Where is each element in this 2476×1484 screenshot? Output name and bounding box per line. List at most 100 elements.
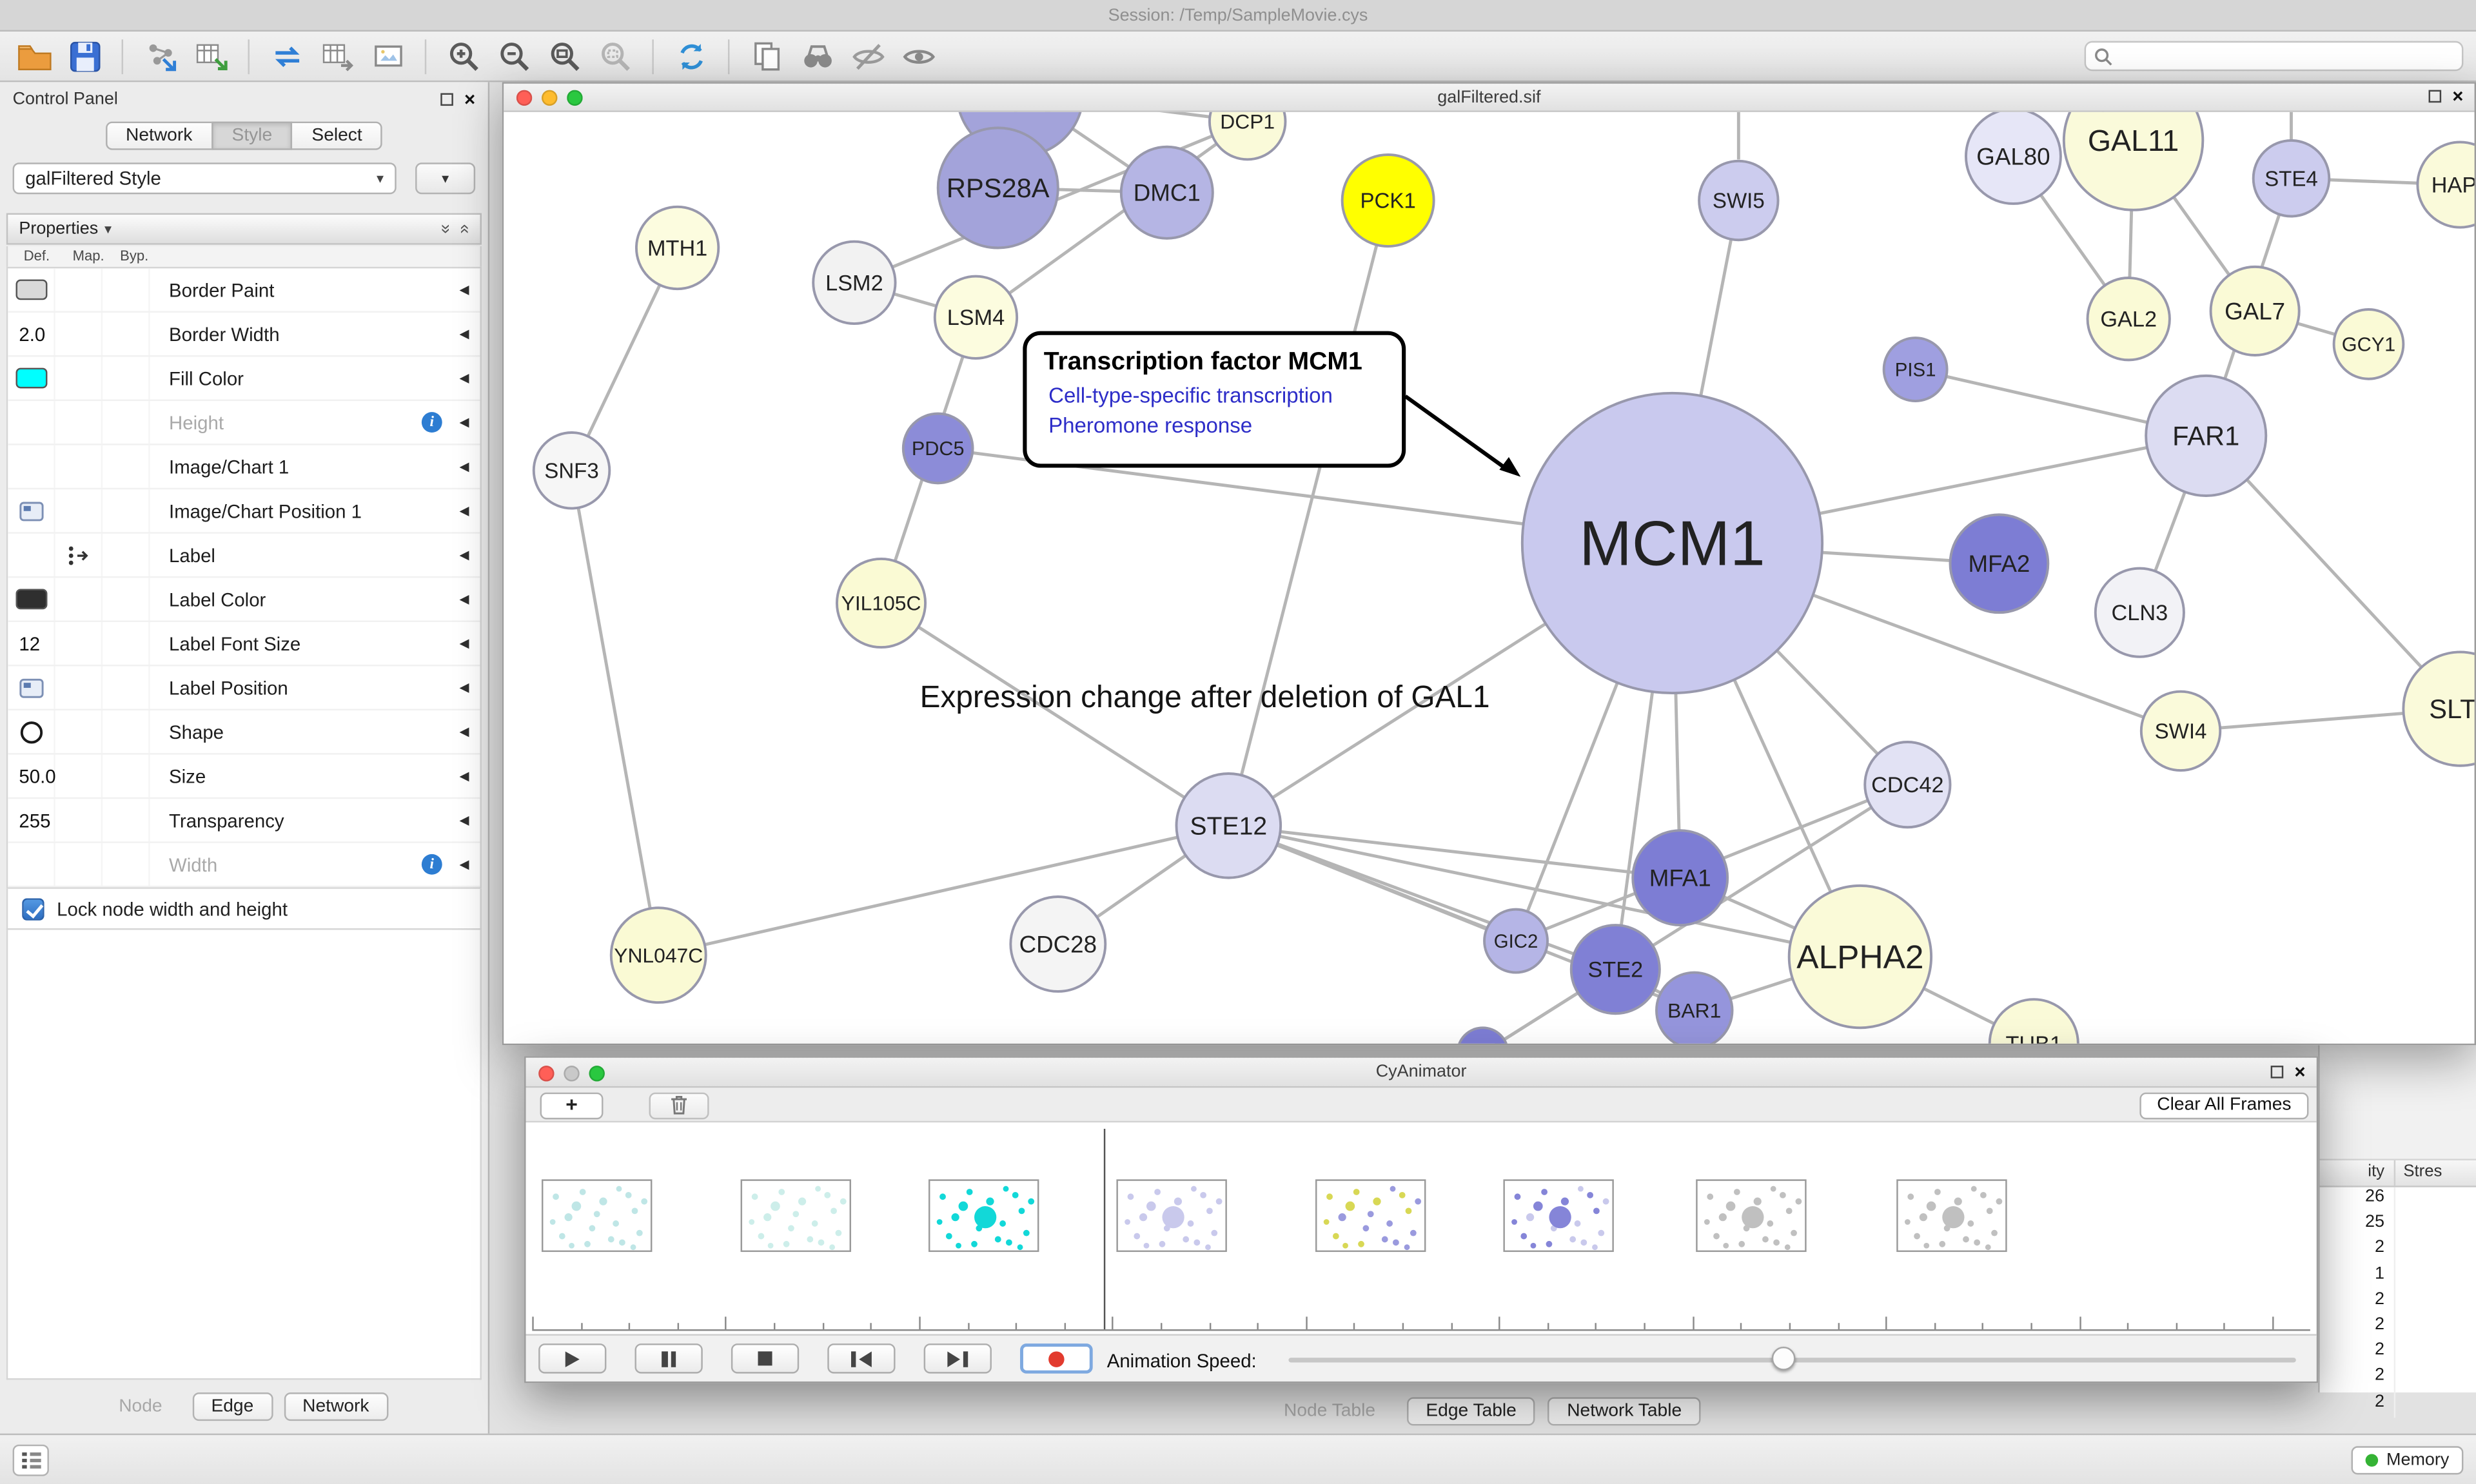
playhead[interactable] [1104,1129,1106,1330]
network-node-BAR1[interactable]: BAR1 [1655,971,1734,1046]
property-row[interactable]: Image/Chart Position 1◀ [8,489,480,534]
mapping-cell[interactable] [55,754,103,797]
timeline[interactable]: Seconds 0123456789 [526,1122,2317,1338]
style-options-button[interactable]: ▾ [415,162,476,195]
frame-thumbnail-2[interactable] [740,1179,852,1253]
refresh-view-button[interactable] [669,35,712,77]
expand-property-arrow[interactable]: ◀ [459,459,469,474]
import-network-button[interactable] [139,35,182,77]
search-box[interactable] [2084,41,2464,72]
expand-property-arrow[interactable]: ◀ [459,371,469,386]
network-node-GCY1[interactable]: GCY1 [2332,308,2405,380]
style-tab-node[interactable]: Node [119,1397,162,1416]
bypass-cell[interactable] [103,445,150,488]
table-row[interactable]: 2 [2320,1340,2476,1367]
network-node-ALPHA2[interactable]: ALPHA2 [1787,884,1933,1030]
bypass-cell[interactable] [103,533,150,576]
mapping-cell[interactable] [55,666,103,709]
network-node-YNL047C[interactable]: YNL047C [609,906,707,1004]
property-row[interactable]: Label Color◀ [8,578,480,622]
expand-property-arrow[interactable]: ◀ [459,680,469,695]
mapping-cell[interactable] [55,312,103,356]
tab-edge-table[interactable]: Edge Table [1407,1397,1536,1426]
network-node-GIC2[interactable]: GIC2 [1483,908,1549,974]
network-node-SLT2[interactable]: SLT2 [2402,650,2476,767]
property-row[interactable]: Image/Chart 1◀ [8,445,480,490]
network-edge[interactable] [1228,824,1680,880]
bypass-cell[interactable] [103,401,150,444]
default-value-cell[interactable] [8,710,55,754]
bypass-cell[interactable] [103,754,150,797]
expand-property-arrow[interactable]: ◀ [459,503,469,518]
cyanimator-titlebar[interactable]: CyAnimator × [526,1057,2317,1088]
default-value-cell[interactable]: 12 [8,621,55,665]
mapping-cell[interactable] [55,533,103,576]
column-header[interactable]: Stres [2403,1162,2442,1181]
network-node-DCP1[interactable]: DCP1 [1208,83,1287,161]
stop-button[interactable] [731,1343,800,1374]
hide-selected-button[interactable] [847,35,889,77]
table-row[interactable]: 1 [2320,1264,2476,1290]
mapping-cell[interactable] [55,489,103,532]
frame-thumbnail-7[interactable] [1696,1179,1807,1253]
bypass-cell[interactable] [103,621,150,665]
network-node-PIS1[interactable]: PIS1 [1882,337,1949,403]
collapse-all-icon[interactable]: « [455,224,474,234]
save-session-button[interactable] [63,35,106,77]
mapping-cell[interactable] [55,356,103,400]
network-node-GAL11[interactable]: GAL11 [2062,83,2205,211]
canvas-caption[interactable]: Expression change after deletion of GAL1 [920,680,1490,714]
bypass-cell[interactable] [103,710,150,754]
mapping-cell[interactable] [55,401,103,444]
network-node-MTH1[interactable]: MTH1 [634,205,720,291]
default-value-cell[interactable] [8,268,55,311]
annotation-link[interactable]: Pheromone response [1048,414,1252,438]
network-node-SNF3[interactable]: SNF3 [532,431,611,510]
import-table-button[interactable] [190,35,232,77]
panel-menu-button[interactable] [12,1444,49,1476]
delete-frame-button[interactable] [649,1091,709,1119]
network-node-FAR1[interactable]: FAR1 [2145,374,2268,497]
zoom-out-button[interactable] [493,35,535,77]
expand-property-arrow[interactable]: ◀ [459,326,469,341]
style-tab-edge[interactable]: Edge [192,1392,273,1421]
property-row[interactable]: Label Position◀ [8,666,480,711]
pause-button[interactable] [634,1343,703,1374]
zoom-selected-button[interactable] [594,35,636,77]
color-swatch[interactable] [15,589,47,610]
frame-thumbnail-6[interactable] [1503,1179,1614,1253]
network-node-TUB1[interactable]: TUB1 [1988,998,2079,1045]
close-window-button[interactable] [516,90,533,106]
table-row[interactable]: 2 [2320,1314,2476,1341]
zoom-window-button[interactable] [589,1064,605,1081]
bypass-cell[interactable] [103,578,150,621]
bypass-cell[interactable] [103,312,150,356]
network-edge[interactable] [658,824,1229,957]
expand-property-arrow[interactable]: ◀ [459,415,469,430]
frame-thumbnail-3[interactable] [928,1179,1039,1253]
mapping-cell[interactable] [55,445,103,488]
network-node-CLN3[interactable]: CLN3 [2094,567,2185,658]
expand-property-arrow[interactable]: ◀ [459,813,469,828]
zoom-in-button[interactable] [442,35,485,77]
property-row[interactable]: Label◀ [8,533,480,578]
frame-thumbnail-1[interactable] [542,1179,653,1253]
bypass-cell[interactable] [103,843,150,886]
property-row[interactable]: Border Paint◀ [8,268,480,313]
default-value-cell[interactable] [8,533,55,576]
bypass-cell[interactable] [103,356,150,400]
first-frame-button[interactable] [827,1343,896,1374]
properties-header[interactable]: Properties ▾ » « [6,213,482,245]
color-swatch[interactable] [15,279,47,300]
frame-thumbnail-5[interactable] [1315,1179,1426,1253]
frame-thumbnail-8[interactable] [1896,1179,2007,1253]
expand-property-arrow[interactable]: ◀ [459,857,469,872]
float-window-icon[interactable] [2428,90,2442,103]
network-node-HAP4[interactable]: HAP4 [2416,141,2476,229]
network-canvas[interactable]: RPS28BRPS28ADCP1DMC1PCK1SWI5GAL80GAL11ST… [504,83,2476,1046]
network-window-titlebar[interactable]: galFiltered.sif × [504,83,2475,112]
expand-property-arrow[interactable]: ◀ [459,282,469,297]
